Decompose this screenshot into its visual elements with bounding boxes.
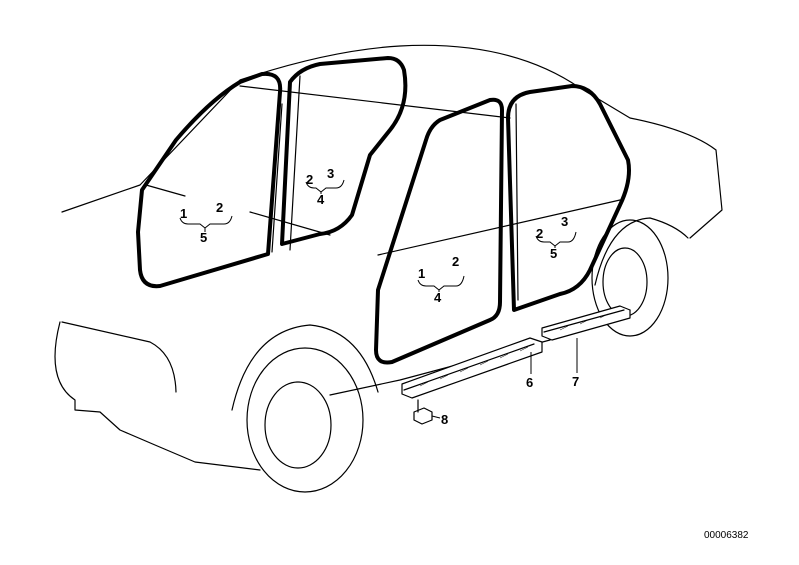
front-door-seal-near <box>374 97 504 365</box>
clip-part: 8 <box>413 399 448 427</box>
rear-door-seal-far <box>280 56 408 246</box>
callout-group-far-front: 1 2 5 <box>179 200 233 245</box>
callout-2-far-rear: 2 <box>306 172 313 187</box>
diagram-reference-number: 00006382 <box>704 530 749 541</box>
callout-group-far-rear: 2 3 4 <box>305 166 345 207</box>
callout-6: 6 <box>526 375 533 390</box>
callout-4-far-rear: 4 <box>317 192 325 207</box>
callout-3-near-rear: 3 <box>561 214 568 229</box>
front-sill-trim: 6 <box>401 337 543 399</box>
callout-5-near-rear: 5 <box>550 246 557 261</box>
car-body-outline <box>54 44 723 493</box>
callout-8: 8 <box>441 412 448 427</box>
callout-5-far-front: 5 <box>200 230 207 245</box>
callout-group-near-front: 1 2 4 <box>417 254 465 305</box>
callout-2-near-rear: 2 <box>536 226 543 241</box>
callout-4-near-front: 4 <box>434 290 442 305</box>
callout-1-near-front: 1 <box>418 266 425 281</box>
callout-3-far-rear: 3 <box>327 166 334 181</box>
callout-group-near-rear: 2 3 5 <box>535 214 577 261</box>
rear-sill-trim: 7 <box>541 305 631 389</box>
rear-door-seal-near <box>506 84 631 312</box>
callout-7: 7 <box>572 374 579 389</box>
front-door-seal-far <box>136 71 283 289</box>
callout-1-far-front: 1 <box>180 206 187 221</box>
callout-2-far-front: 2 <box>216 200 223 215</box>
callout-2-near-front: 2 <box>452 254 459 269</box>
